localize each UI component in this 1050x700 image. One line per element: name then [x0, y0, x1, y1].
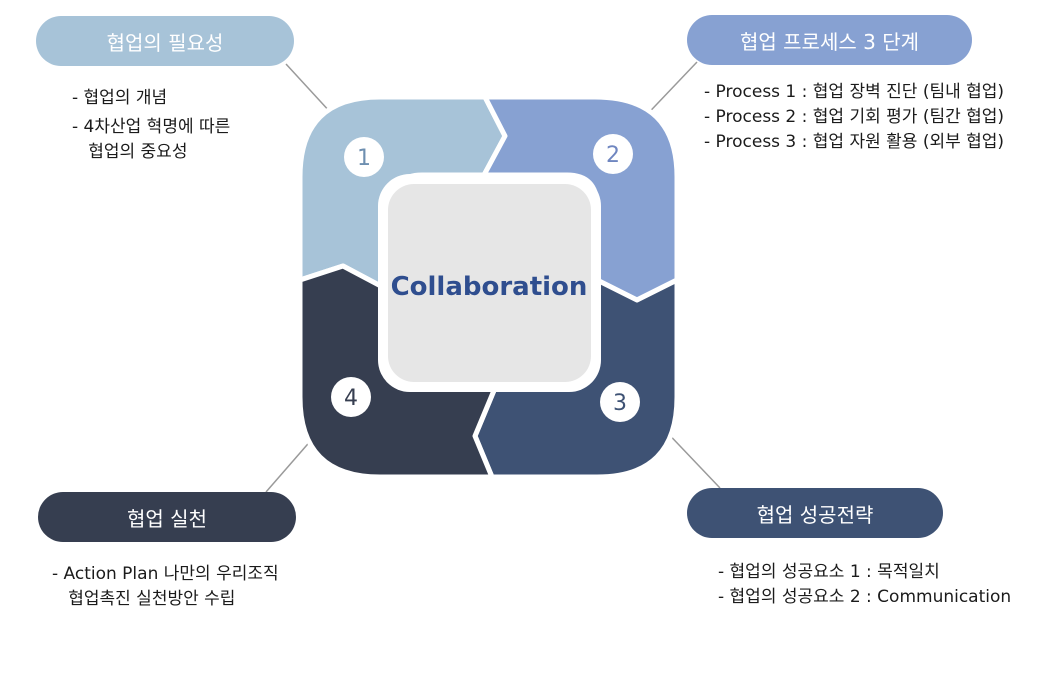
- bullet-item: - 협업의 개념: [72, 88, 168, 108]
- bullet-list-4: - Action Plan 나만의 우리조직 협업촉진 실천방안 수립: [52, 562, 279, 612]
- bullet-item: - Process 1 : 협업 장벽 진단 (팀내 협업): [704, 82, 1005, 102]
- badge-3-number: 3: [613, 391, 627, 416]
- badge-2: 2: [593, 134, 633, 174]
- bullet-item: 협업촉진 실천방안 수립: [52, 589, 236, 609]
- title-pill-3: 협업 성공전략: [687, 488, 943, 538]
- badge-4-number: 4: [344, 386, 358, 411]
- bullet-item: 협업의 중요성: [72, 142, 188, 162]
- bullet-list-3: - 협업의 성공요소 1 : 목적일치 - 협업의 성공요소 2 : Commu…: [718, 560, 1011, 610]
- bullet-item: - Process 3 : 협업 자원 활용 (외부 협업): [704, 132, 1005, 152]
- bullet-item: - 4차산업 혁명에 따른: [72, 117, 231, 137]
- badge-3: 3: [600, 382, 640, 422]
- badge-4: 4: [331, 377, 371, 417]
- bullet-list-2: - Process 1 : 협업 장벽 진단 (팀내 협업) - Process…: [704, 80, 1004, 155]
- badge-2-number: 2: [606, 143, 620, 168]
- badge-1: 1: [344, 137, 384, 177]
- center-box-inner: [388, 184, 591, 382]
- center-label: Collaboration: [391, 272, 588, 302]
- bullet-item: - Process 2 : 협업 기회 평가 (팀간 협업): [704, 107, 1005, 127]
- badge-1-number: 1: [357, 146, 371, 171]
- title-pill-1: 협업의 필요성: [36, 16, 294, 66]
- bullet-item: - 협업의 성공요소 1 : 목적일치: [718, 562, 940, 582]
- title-pill-4: 협업 실천: [38, 492, 296, 542]
- title-pill-2: 협업 프로세스 3 단계: [687, 15, 972, 65]
- bullet-list-1: - 협업의 개념 - 4차산업 혁명에 따른 협업의 중요성: [72, 86, 230, 165]
- bullet-item: - Action Plan 나만의 우리조직: [52, 564, 279, 584]
- bullet-item: - 협업의 성공요소 2 : Communication: [718, 587, 1012, 607]
